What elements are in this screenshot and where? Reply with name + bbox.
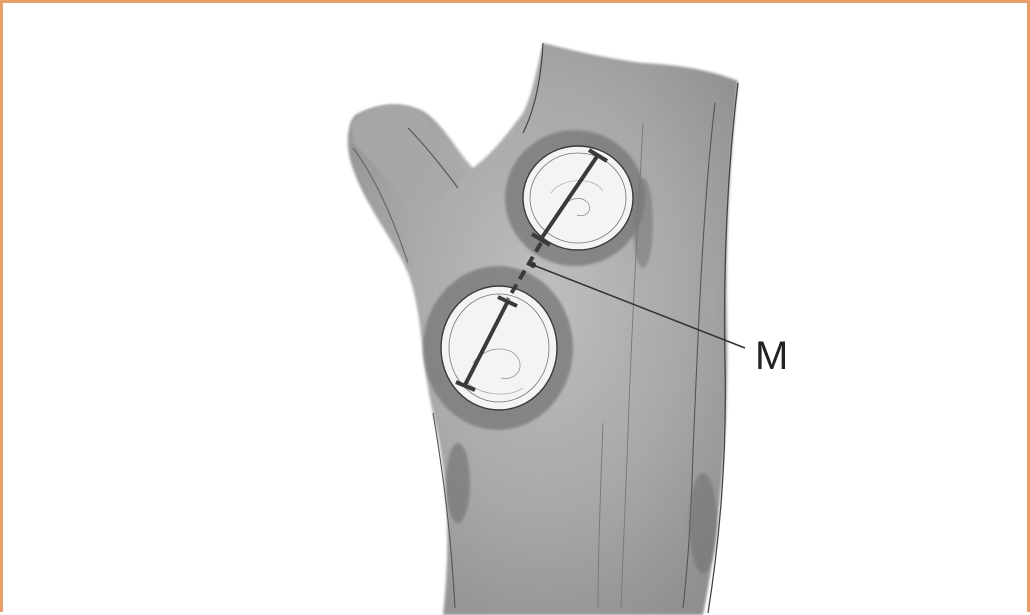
bark-shadow <box>446 443 470 523</box>
bark-shadow <box>689 473 717 573</box>
tree-trunk-illustration: M <box>3 3 1030 615</box>
callout-label-m: M <box>755 334 788 378</box>
midpoint-marker <box>530 262 536 268</box>
upper-cut-face <box>523 146 633 250</box>
lower-cut-face <box>441 286 557 410</box>
